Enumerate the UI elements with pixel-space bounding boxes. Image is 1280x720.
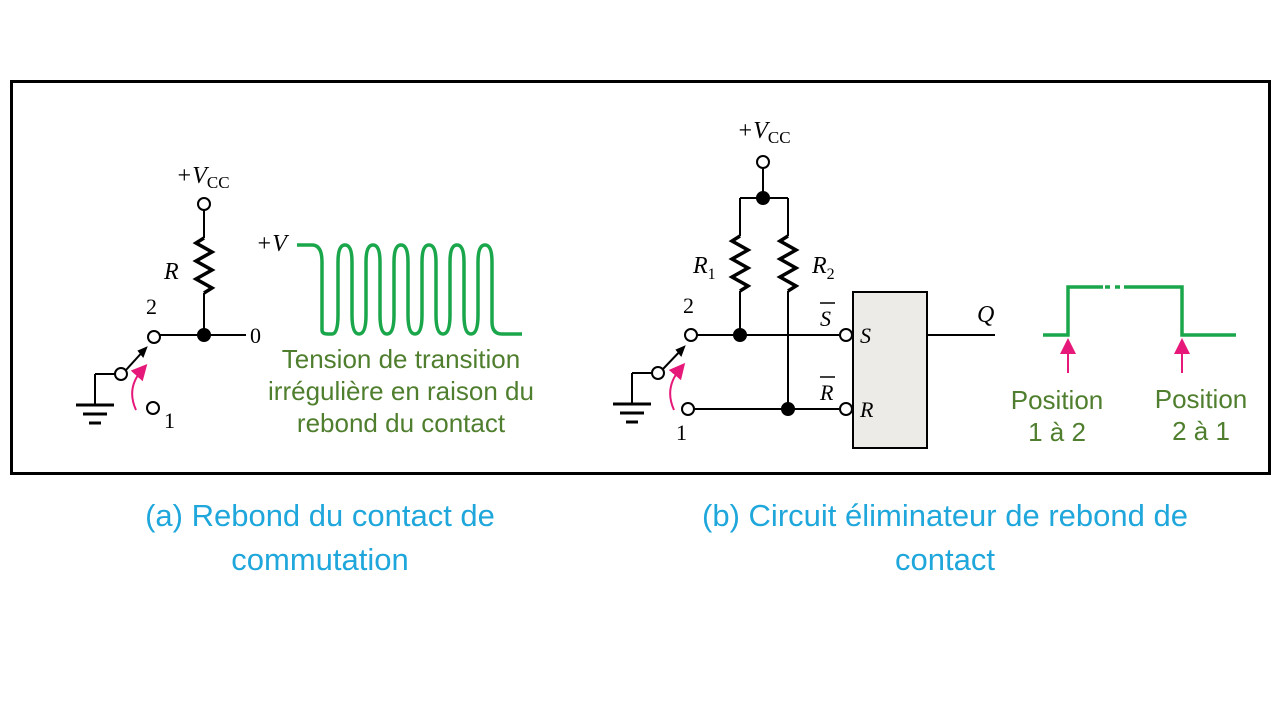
caption-b-line2: contact xyxy=(895,542,995,577)
s-inversion-bubble xyxy=(839,328,853,342)
caption-b-line1: (b) Circuit éliminateur de rebond de xyxy=(702,498,1188,533)
terminal-1-label-a: 1 xyxy=(164,408,175,433)
resistor-label-r: R xyxy=(163,259,179,285)
terminal-2-label-b: 2 xyxy=(683,293,694,318)
terminal-2-a xyxy=(147,330,161,344)
position-2-1-line1: Position xyxy=(1154,384,1248,414)
ground-symbol-a xyxy=(76,403,114,425)
resistor-r1 xyxy=(728,234,752,293)
s-input-label: S xyxy=(860,323,871,348)
bounce-waveform xyxy=(297,243,522,336)
supply-terminal-a xyxy=(197,197,211,211)
switch-pivot-a xyxy=(114,367,128,381)
resistor-r xyxy=(192,236,216,295)
caption-a-line1: (a) Rebond du contact de xyxy=(145,498,495,533)
q-output-label: Q xyxy=(977,302,994,328)
wave-voltage-label: +V xyxy=(256,231,289,257)
diagram-frame xyxy=(10,80,1271,475)
caption-b: (b) Circuit éliminateur de rebond de con… xyxy=(650,494,1240,582)
bounce-note-line2: irrégulière en raison du xyxy=(268,376,534,406)
clean-waveform xyxy=(1043,285,1236,337)
terminal-2-label-a: 2 xyxy=(146,294,157,319)
position-1-2-line1: Position xyxy=(1010,385,1104,415)
supply-label-a: +VCC xyxy=(176,163,230,192)
resistor-label-r2: R2 xyxy=(811,253,835,283)
s-bar-label: S xyxy=(820,306,831,331)
r-inversion-bubble xyxy=(839,402,853,416)
terminal-1-label-b: 1 xyxy=(676,420,687,445)
terminal-1-b xyxy=(681,402,695,416)
caption-a-line2: commutation xyxy=(231,542,409,577)
switch-tip-a xyxy=(137,346,148,358)
switch-pivot-b xyxy=(651,366,665,380)
position-1-2-note: Position 1 à 2 xyxy=(992,384,1122,448)
r-input-label: R xyxy=(859,397,874,422)
sr-latch xyxy=(852,291,928,449)
bounce-note-line3: rebond du contact xyxy=(296,408,506,438)
caption-a: (a) Rebond du contact de commutation xyxy=(80,494,560,582)
switch-tip-b xyxy=(675,345,686,357)
output-label-a: 0 xyxy=(250,323,261,348)
bounce-note-line1: Tension de transition xyxy=(281,344,521,374)
ground-symbol-b xyxy=(613,402,651,424)
bounce-note: Tension de transition irrégulière en rai… xyxy=(236,343,566,439)
position-2-1-note: Position 2 à 1 xyxy=(1136,383,1266,447)
position-2-1-line2: 2 à 1 xyxy=(1172,416,1230,446)
circuit-a: +VCC R 0 2 1 xyxy=(76,163,261,433)
circuit-b: +VCC R1 R2 2 1 S xyxy=(613,118,995,449)
resistor-r2 xyxy=(776,234,800,293)
switch-motion-arrow-a xyxy=(130,364,148,411)
resistor-label-r1: R1 xyxy=(692,253,716,283)
switch-motion-arrow-b xyxy=(668,362,686,411)
terminal-2-b xyxy=(684,328,698,342)
position-1-2-line2: 1 à 2 xyxy=(1028,417,1086,447)
terminal-1-a xyxy=(146,401,160,415)
supply-label-b: +VCC xyxy=(737,118,791,147)
supply-terminal-b xyxy=(756,155,770,169)
r-bar-label: R xyxy=(819,380,834,405)
